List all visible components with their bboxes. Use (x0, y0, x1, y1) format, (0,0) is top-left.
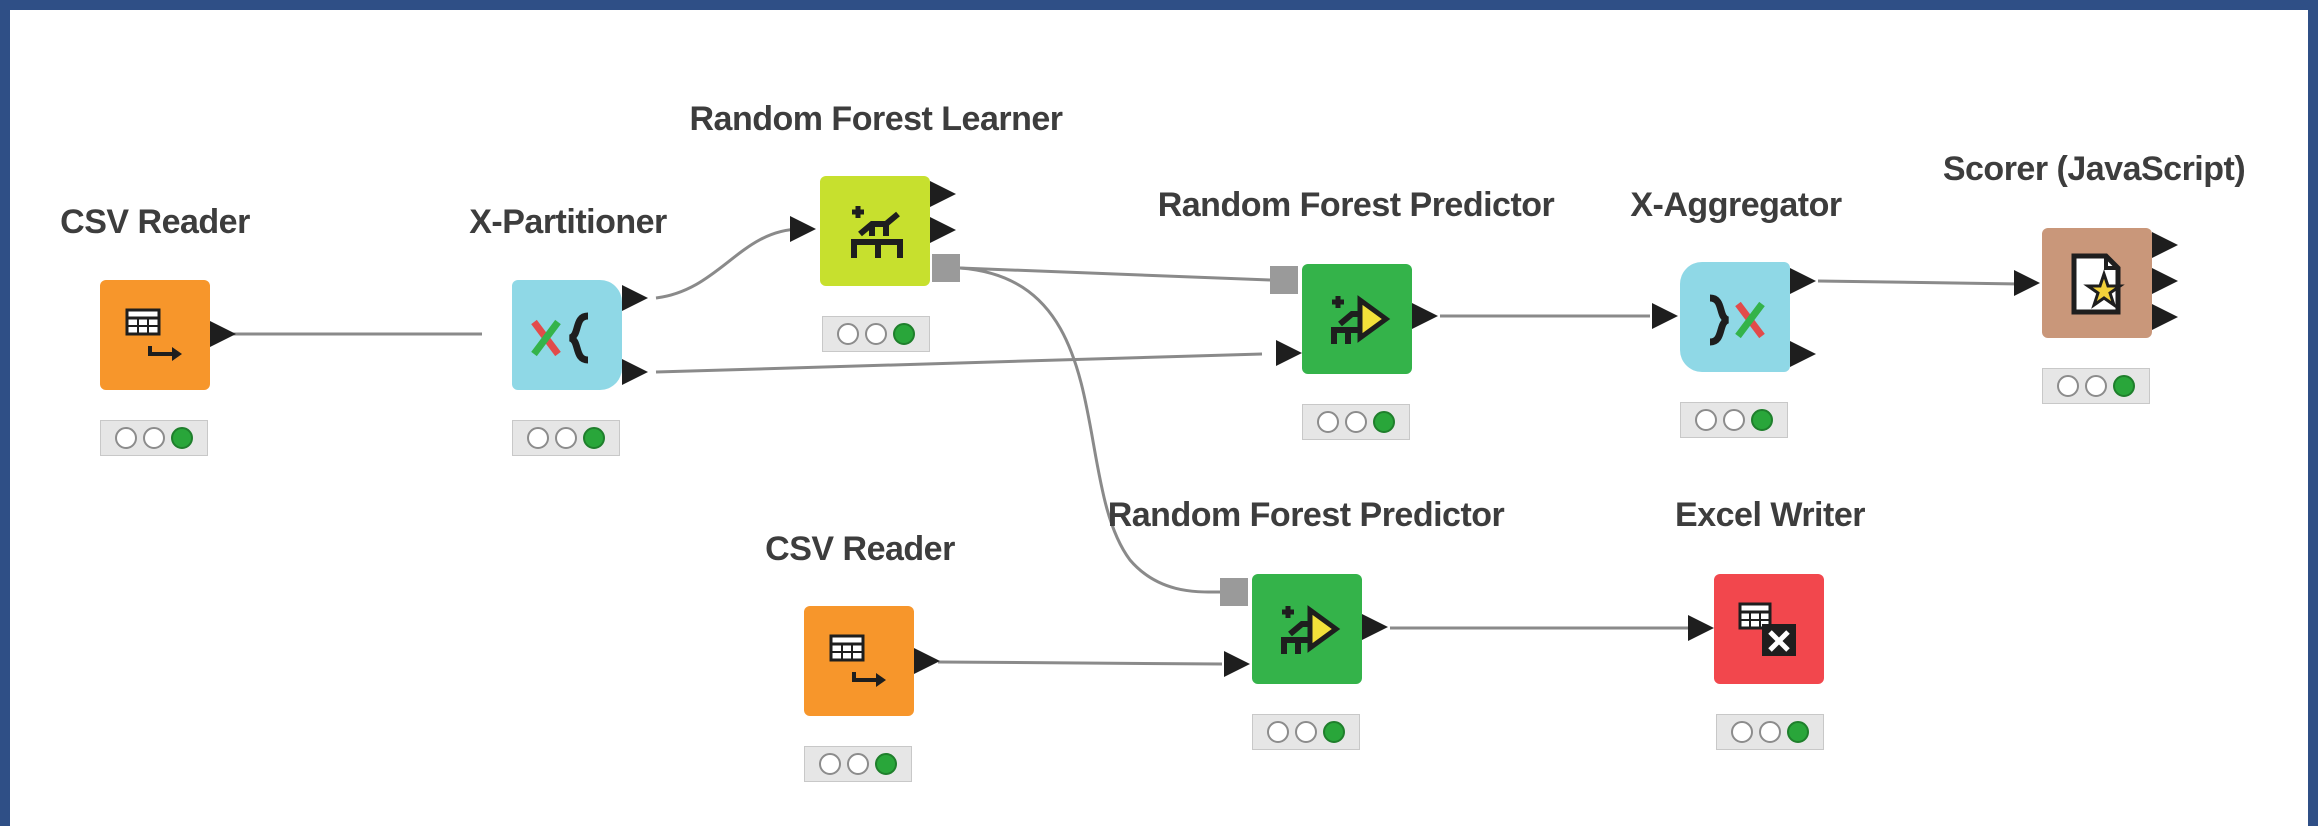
node-body[interactable] (512, 280, 622, 390)
node-body[interactable] (100, 280, 210, 390)
output-port-1[interactable] (2152, 232, 2178, 258)
input-port[interactable] (2014, 270, 2040, 296)
node-body[interactable] (1252, 574, 1362, 684)
status-light-red (115, 427, 137, 449)
output-port-top[interactable] (622, 285, 648, 311)
status-light-green (171, 427, 193, 449)
connection-rflearner-rfpredictor2[interactable] (959, 266, 1223, 594)
connection-xpartitioner-rfpredictor1[interactable] (655, 352, 1263, 374)
status-light-red (1317, 411, 1339, 433)
connection-xaggregator-scorer[interactable] (1817, 279, 2021, 286)
output-port[interactable] (914, 648, 940, 674)
status-indicator (1252, 714, 1360, 750)
status-light-green (1373, 411, 1395, 433)
status-light-yellow (1759, 721, 1781, 743)
status-indicator (2042, 368, 2150, 404)
status-light-red (1267, 721, 1289, 743)
excel-writer-icon (1738, 602, 1796, 656)
node-label: Scorer (JavaScript) (1942, 150, 2246, 188)
output-port[interactable] (210, 321, 236, 347)
connection-xpartitioner-rflearner[interactable] (655, 227, 801, 300)
node-body[interactable] (1714, 574, 1824, 684)
status-indicator (804, 746, 912, 782)
status-light-red (837, 323, 859, 345)
status-light-red (1695, 409, 1717, 431)
input-port[interactable] (790, 216, 816, 242)
model-output-port[interactable] (932, 254, 960, 282)
loop-end-icon (1709, 294, 1765, 346)
node-body[interactable] (2042, 228, 2152, 338)
output-port-1[interactable] (930, 181, 956, 207)
status-light-yellow (847, 753, 869, 775)
scorer-icon (2071, 253, 2125, 315)
output-port[interactable] (1412, 303, 1438, 329)
status-indicator (1716, 714, 1824, 750)
status-light-yellow (2085, 375, 2107, 397)
status-indicator (1680, 402, 1788, 438)
input-port[interactable] (1224, 651, 1250, 677)
node-label: X-Partitioner (469, 203, 667, 241)
connection-csvreader2-rfpredictor2[interactable] (937, 660, 1223, 666)
model-input-port[interactable] (1270, 266, 1298, 294)
status-indicator (100, 420, 208, 456)
input-port[interactable] (1652, 303, 1678, 329)
status-light-green (1787, 721, 1809, 743)
node-label: Excel Writer (1675, 496, 1865, 534)
status-indicator (822, 316, 930, 352)
status-light-yellow (1295, 721, 1317, 743)
node-body[interactable] (1302, 264, 1412, 374)
csv-reader-icon (125, 308, 182, 361)
output-port-3[interactable] (2152, 304, 2178, 330)
status-light-green (893, 323, 915, 345)
status-light-green (583, 427, 605, 449)
status-light-yellow (1345, 411, 1367, 433)
status-indicator (1302, 404, 1410, 440)
model-input-port[interactable] (1220, 578, 1248, 606)
node-label: Random Forest Predictor (1157, 186, 1555, 224)
status-light-yellow (1723, 409, 1745, 431)
status-light-green (1751, 409, 1773, 431)
status-light-red (527, 427, 549, 449)
output-port-2[interactable] (930, 217, 956, 243)
status-light-red (1731, 721, 1753, 743)
learner-icon (851, 206, 903, 258)
status-light-green (2113, 375, 2135, 397)
node-label: Random Forest Learner (689, 100, 1063, 138)
node-body[interactable] (820, 176, 930, 286)
status-light-red (2057, 375, 2079, 397)
output-port-2[interactable] (2152, 268, 2178, 294)
node-label: Random Forest Predictor (1107, 496, 1505, 534)
node-body[interactable] (804, 606, 914, 716)
status-light-red (819, 753, 841, 775)
output-port-top[interactable] (1790, 268, 1816, 294)
node-label: CSV Reader (765, 530, 955, 568)
status-light-yellow (865, 323, 887, 345)
status-light-green (1323, 721, 1345, 743)
csv-reader-icon (829, 634, 886, 687)
status-light-green (875, 753, 897, 775)
input-port[interactable] (1276, 340, 1302, 366)
output-port[interactable] (1362, 614, 1388, 640)
input-port[interactable] (1688, 615, 1714, 641)
status-light-yellow (555, 427, 577, 449)
loop-start-icon (531, 312, 589, 364)
status-light-yellow (143, 427, 165, 449)
node-label: X-Aggregator (1630, 186, 1842, 224)
predictor-icon (1331, 295, 1391, 344)
node-label: CSV Reader (60, 203, 250, 241)
predictor-icon (1281, 605, 1341, 654)
status-indicator (512, 420, 620, 456)
connection-rflearner-rfpredictor1[interactable] (959, 266, 1271, 282)
output-port-bottom[interactable] (622, 359, 648, 385)
output-port-bottom[interactable] (1790, 341, 1816, 367)
node-body[interactable] (1680, 262, 1790, 372)
